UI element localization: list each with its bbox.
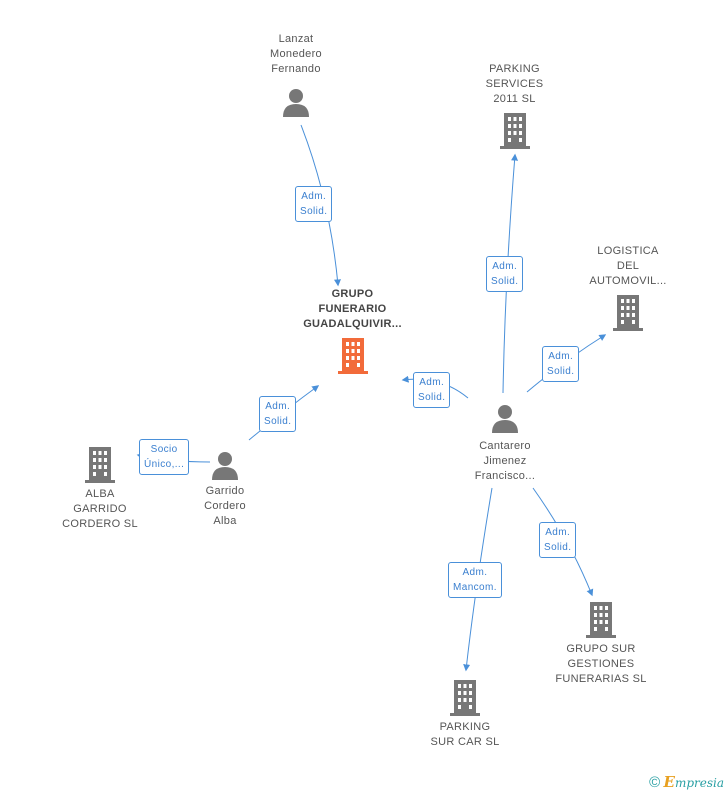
footer-brand: © Empresia	[649, 773, 724, 791]
person-icon	[212, 452, 238, 480]
node-label: Garrido Cordero Alba	[204, 485, 246, 527]
node-parking-sur[interactable]: PARKING SUR CAR SL	[415, 680, 515, 750]
node-label: PARKING SUR CAR SL	[430, 721, 500, 748]
person-icon	[492, 405, 518, 433]
node-cantarero[interactable]: Cantarero Jimenez Francisco...	[455, 403, 555, 484]
edge-label-grupo-sur[interactable]: Adm. Solid.	[539, 522, 577, 558]
node-label: LOGISTICA DEL AUTOMOVIL...	[589, 245, 667, 287]
node-garrido[interactable]: Garrido Cordero Alba	[180, 450, 270, 529]
node-alba[interactable]: ALBA GARRIDO CORDERO SL	[50, 447, 150, 532]
building-icon	[85, 447, 115, 483]
edge-label-parking-services[interactable]: Adm. Solid.	[486, 256, 524, 292]
edge-label-garrido-grupo[interactable]: Adm. Solid.	[259, 396, 297, 432]
building-icon	[337, 338, 368, 374]
node-label: ALBA GARRIDO CORDERO SL	[62, 488, 138, 530]
building-icon	[586, 602, 616, 638]
copyright-icon: ©	[649, 774, 661, 791]
node-label: GRUPO FUNERARIO GUADALQUIVIR...	[303, 288, 402, 330]
node-lanzat[interactable]: Lanzat Monedero Fernando	[246, 32, 346, 117]
node-grupo-funerario[interactable]: GRUPO FUNERARIO GUADALQUIVIR...	[290, 287, 415, 374]
building-icon	[613, 295, 643, 331]
edge-label-lanzat[interactable]: Adm. Solid.	[295, 186, 333, 222]
node-label: GRUPO SUR GESTIONES FUNERARIAS SL	[555, 643, 647, 685]
node-parking-services[interactable]: PARKING SERVICES 2011 SL	[467, 62, 562, 149]
edge-label-cantarero-grupo[interactable]: Adm. Solid.	[413, 372, 451, 408]
node-logistica[interactable]: LOGISTICA DEL AUTOMOVIL...	[578, 244, 678, 331]
node-label: Lanzat Monedero Fernando	[270, 33, 322, 75]
edge-label-parking-sur[interactable]: Adm. Mancom.	[448, 562, 502, 598]
building-icon	[450, 680, 480, 716]
node-grupo-sur[interactable]: GRUPO SUR GESTIONES FUNERARIAS SL	[545, 602, 657, 687]
node-label: Cantarero Jimenez Francisco...	[474, 440, 536, 482]
brand-logo: Empresia	[663, 773, 725, 791]
person-icon	[283, 89, 309, 117]
edge-label-logistica[interactable]: Adm. Solid.	[542, 346, 580, 382]
building-icon	[499, 113, 530, 149]
edge-label-garrido-alba[interactable]: Socio Único,...	[139, 439, 190, 475]
node-label: PARKING SERVICES 2011 SL	[485, 63, 544, 105]
